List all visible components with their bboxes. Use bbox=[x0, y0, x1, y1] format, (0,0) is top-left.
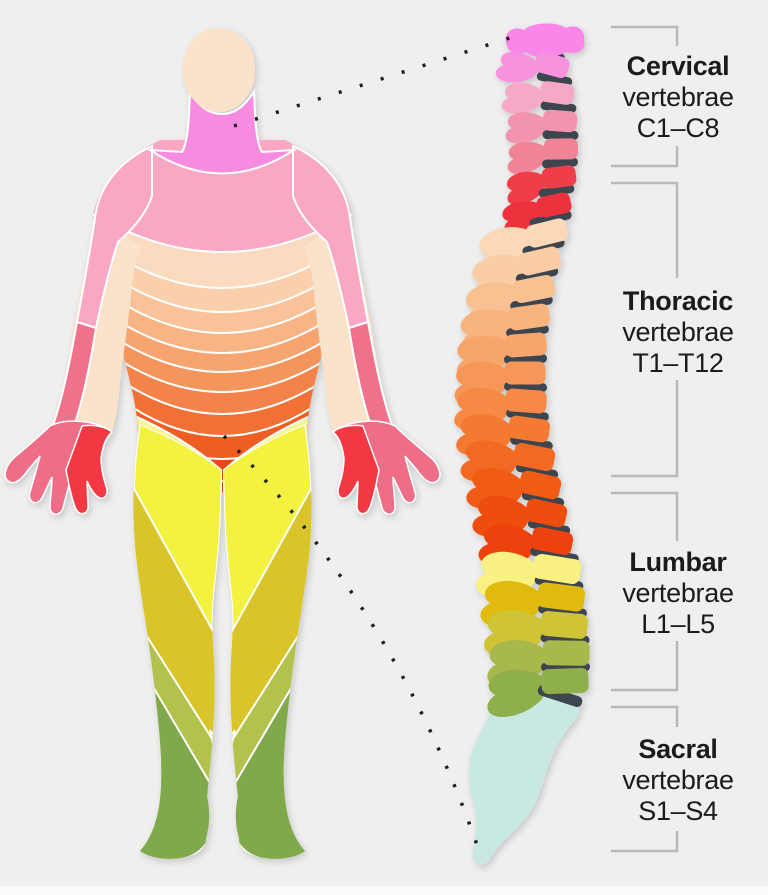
vertebra-L1-body bbox=[532, 553, 582, 585]
vertebra-L3-body bbox=[540, 611, 588, 639]
spine bbox=[453, 23, 590, 865]
vertebra-T10-body bbox=[518, 470, 562, 500]
vertebra-T7-body bbox=[505, 388, 547, 414]
label-thoracic: Thoracic vertebrae T1–T12 bbox=[584, 286, 768, 379]
label-lumbar: Lumbar vertebrae L1–L5 bbox=[584, 547, 768, 640]
section-brackets bbox=[611, 25, 679, 853]
vertebra-T12-body bbox=[530, 526, 574, 556]
label-lumbar-subtitle: vertebrae bbox=[622, 578, 734, 608]
vertebra-T9-body bbox=[512, 442, 556, 472]
bracket-lumbar bbox=[611, 491, 679, 692]
head bbox=[183, 28, 255, 112]
disc-C4-C5 bbox=[542, 130, 579, 140]
bracket-sacral bbox=[611, 705, 679, 853]
vertebra-T11-body bbox=[524, 498, 568, 528]
bracket-thoracic bbox=[611, 181, 679, 478]
vertebra-C7-body bbox=[536, 192, 572, 218]
bracket-cervical bbox=[611, 25, 679, 168]
label-sacral-title: Sacral bbox=[638, 734, 718, 764]
vertebra-L2-body bbox=[536, 582, 586, 612]
vertebra-T3-body bbox=[512, 274, 556, 304]
vertebra-T8-body bbox=[508, 415, 550, 443]
disc-C2-C3 bbox=[536, 71, 573, 87]
label-sacral: Sacral vertebrae S1–S4 bbox=[584, 734, 768, 827]
hand-red-zone bbox=[65, 424, 114, 515]
vertebra-T2-body bbox=[518, 246, 562, 276]
disc-C6-C7 bbox=[538, 184, 575, 198]
vertebra-L4-body bbox=[542, 640, 590, 666]
label-thoracic-range: T1–T12 bbox=[632, 348, 724, 378]
vertebra-C2-body bbox=[534, 51, 570, 79]
vertebra-C4-body bbox=[542, 109, 578, 133]
label-thoracic-title: Thoracic bbox=[622, 286, 734, 316]
label-lumbar-range: L1–L5 bbox=[641, 609, 715, 639]
vertebra-T5-body bbox=[505, 332, 547, 358]
label-sacral-range: S1–S4 bbox=[638, 796, 718, 826]
vertebra-T1-body bbox=[525, 218, 569, 248]
vertebra-L5-body bbox=[541, 667, 589, 695]
label-thoracic-subtitle: vertebrae bbox=[622, 317, 734, 347]
vertebra-C3-body bbox=[539, 81, 575, 105]
label-sacral-subtitle: vertebrae bbox=[622, 765, 734, 795]
vertebra-T6-body bbox=[504, 361, 546, 385]
vertebra-T4-body bbox=[508, 303, 550, 331]
label-cervical-subtitle: vertebrae bbox=[622, 82, 734, 112]
label-lumbar-title: Lumbar bbox=[629, 547, 727, 577]
dotted-line-pelvis-to-sacrum bbox=[222, 434, 479, 846]
vertebra-C1 bbox=[505, 23, 585, 58]
sacrum bbox=[468, 688, 580, 865]
label-cervical-title: Cervical bbox=[626, 51, 730, 81]
label-cervical-range: C1–C8 bbox=[636, 113, 720, 143]
vertebra-C6-body bbox=[541, 165, 577, 189]
left-arm-dermatomes bbox=[4, 144, 153, 515]
label-cervical: Cervical vertebrae C1–C8 bbox=[584, 51, 768, 144]
vertebra-C5-body bbox=[543, 138, 579, 160]
neck-dermatome bbox=[146, 88, 298, 175]
bottom-margin bbox=[0, 886, 768, 895]
